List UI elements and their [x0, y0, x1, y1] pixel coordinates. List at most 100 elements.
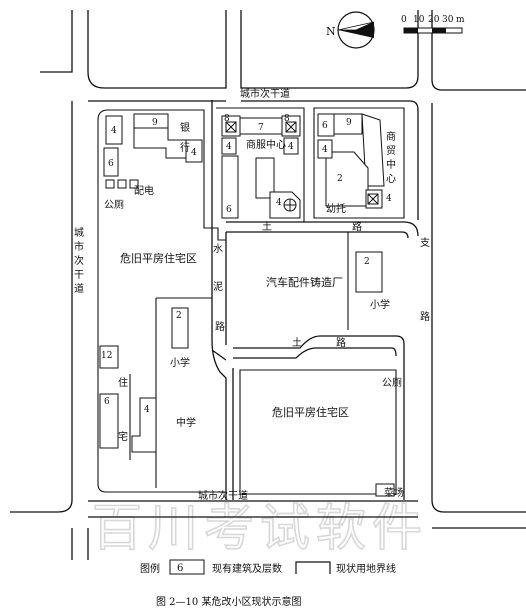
- floor-b2a: 2: [337, 174, 343, 184]
- figure-caption: 图 2—10 某危改小区现状示意图: [156, 595, 301, 608]
- floor-b6d: 6: [104, 397, 110, 407]
- svg-text:土: 土: [262, 220, 272, 233]
- svg-text:心: 心: [386, 173, 396, 185]
- bank-label-1: 银: [180, 121, 190, 134]
- legend-prefix: 图例: [140, 562, 160, 575]
- tu-lu-top-label: 土 路: [262, 220, 362, 233]
- road-west-label: 城 市 次 干 道: [74, 227, 84, 295]
- building-b4c: [221, 137, 237, 155]
- legend: 图例 6 现有建筑及层数 现状用地界线: [140, 559, 396, 575]
- building-b4a: [105, 115, 123, 145]
- building-b2c: [171, 307, 189, 349]
- scale-tick-10: 10: [413, 15, 425, 25]
- building-b6d: [99, 393, 119, 449]
- land-boundaries: [97, 107, 405, 495]
- floor-b4h: 4: [144, 405, 150, 415]
- building-b9: [133, 113, 169, 129]
- legend-existing-building: 现有建筑及层数: [212, 562, 282, 575]
- floor-b4c: 4: [226, 142, 232, 152]
- building-b2a: [325, 151, 369, 207]
- floor-b4d: 4: [288, 142, 294, 152]
- building-b2b: [355, 251, 383, 293]
- building-b9b: [333, 113, 363, 135]
- floor-counts: 4 9 4 6 8 7 8 4 4 6 4 6 9 2 4 4 2 2 12 6…: [101, 114, 392, 415]
- scale-tick-unit: m: [456, 15, 465, 25]
- scale-tick-20: 20: [428, 15, 440, 25]
- svg-text:路: 路: [336, 336, 346, 349]
- compass-north-label: N: [326, 25, 336, 38]
- scale-tick-30: 30: [442, 15, 454, 25]
- building-b6a: [103, 147, 119, 177]
- floor-b4a: 4: [111, 126, 117, 136]
- zhu-zhai-label: 住 宅: [118, 376, 128, 443]
- floor-b8a: 8: [224, 114, 230, 124]
- svg-text:路: 路: [352, 220, 362, 233]
- floor-b4b: 4: [191, 148, 197, 158]
- road-south-label: 城市次干道: [198, 489, 248, 502]
- floor-b9: 9: [152, 118, 158, 128]
- road-lines: [10, 10, 526, 560]
- floor-b12: 12: [101, 351, 112, 361]
- legend-building-swatch: [169, 559, 205, 575]
- qiche-label: 汽车配件铸造厂: [266, 275, 343, 289]
- svg-text:干: 干: [74, 270, 84, 281]
- building-b4d: [283, 137, 299, 155]
- floor-b2c: 2: [176, 311, 182, 321]
- gongce-east-label: 公厕: [382, 377, 402, 389]
- floor-b4f: 4: [322, 145, 328, 155]
- weijiu-west-label: 危旧平房住宅区: [120, 251, 197, 265]
- svg-text:道: 道: [74, 282, 84, 295]
- weijiu-east-label: 危旧平房住宅区: [272, 405, 349, 419]
- floor-b4g: 4: [386, 194, 392, 204]
- svg-text:次: 次: [74, 254, 84, 267]
- svg-text:住: 住: [118, 376, 128, 389]
- floor-b7: 7: [258, 123, 264, 133]
- legend-sample-number: 6: [177, 563, 183, 574]
- road-north-label: 城市次干道: [240, 87, 290, 100]
- svg-text:水: 水: [213, 243, 223, 255]
- existing-buildings: [99, 113, 395, 497]
- tu-lu-mid-label: 土 路: [292, 336, 346, 349]
- svg-text:商: 商: [386, 130, 396, 143]
- svg-text:城: 城: [74, 227, 84, 239]
- floor-b9b: 9: [346, 118, 352, 128]
- watermark: 百川考试软件: [92, 499, 428, 557]
- x-marks: [225, 121, 379, 212]
- caichang-label: 菜场: [384, 486, 404, 499]
- legend-boundary-swatch: [295, 561, 331, 574]
- legend-land-line: 现状用地界线: [336, 562, 396, 575]
- svg-text:泥: 泥: [213, 280, 223, 293]
- floor-b8b: 8: [284, 114, 290, 124]
- shui-ni-lu-label: 水 泥 路: [213, 243, 225, 333]
- scale-tick-0: 0: [401, 15, 407, 25]
- building-b6b: [221, 155, 239, 219]
- building-b4h: [131, 397, 157, 453]
- svg-text:中: 中: [386, 158, 396, 171]
- building-b4b: [185, 139, 203, 163]
- floor-b6c: 6: [322, 121, 328, 131]
- floor-b4e: 4: [276, 198, 282, 208]
- shangfu-label: 商服中心: [246, 138, 286, 151]
- scale-bar: 0 10 20 30 m: [401, 15, 465, 34]
- floor-b6a: 6: [108, 159, 114, 169]
- road-east-label: 支 路: [420, 237, 430, 323]
- xiaoxue-west-label: 小学: [170, 356, 190, 369]
- svg-text:路: 路: [420, 310, 430, 323]
- svg-text:宅: 宅: [118, 430, 128, 443]
- shangmao-label: 商 贸 中 心: [386, 130, 396, 185]
- svg-text:路: 路: [215, 320, 225, 333]
- floor-b2b: 2: [364, 257, 370, 267]
- svg-text:土: 土: [292, 336, 302, 349]
- youtuo-label: 幼托: [326, 202, 346, 215]
- gongce-west-label: 公厕: [104, 199, 124, 211]
- bank-label-2: 行: [180, 141, 190, 154]
- svg-text:支: 支: [420, 237, 430, 249]
- floor-b6b: 6: [226, 205, 232, 215]
- xiaoxue-east-label: 小学: [370, 298, 390, 311]
- compass: N: [326, 11, 375, 49]
- building-b4f: [317, 139, 333, 159]
- peidian-label: 配电: [134, 184, 154, 197]
- zhongxue-label: 中学: [176, 416, 196, 429]
